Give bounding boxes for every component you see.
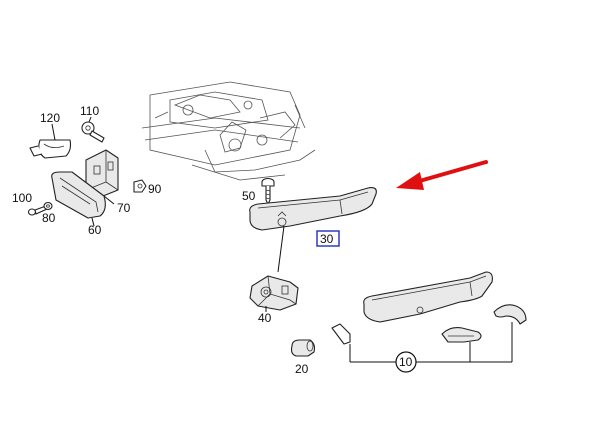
part-40-mechanism (249, 275, 299, 311)
label-100: 100 (12, 191, 32, 205)
label-80: 80 (42, 211, 56, 225)
part-10-callout-lines (349, 322, 513, 363)
label-120: 120 (40, 111, 60, 125)
red-pointer-arrow (396, 160, 488, 190)
part-50-screw (261, 177, 275, 205)
part-80-washer (43, 201, 53, 211)
label-110: 110 (80, 104, 99, 118)
label-60: 60 (88, 223, 102, 237)
part-120-clip (29, 139, 72, 159)
label-10: 10 (399, 355, 413, 369)
seat-frame-drawing (141, 81, 316, 181)
label-90: 90 (148, 182, 162, 196)
label-70: 70 (117, 201, 131, 215)
part-20-cap (290, 339, 316, 357)
part-70-bracket (85, 149, 119, 199)
part-90-nut (133, 179, 147, 193)
part-60-cover (51, 171, 106, 219)
part-30-side-trim (249, 187, 377, 231)
part-10-handle-set (331, 271, 527, 345)
label-50: 50 (242, 189, 256, 203)
part-30-highlight-box (316, 230, 340, 247)
label-20: 20 (295, 362, 309, 376)
label-40: 40 (258, 311, 272, 325)
label-30: 30 (320, 232, 334, 246)
part-110-key (81, 121, 105, 143)
part-10-callout-circle (395, 351, 417, 373)
